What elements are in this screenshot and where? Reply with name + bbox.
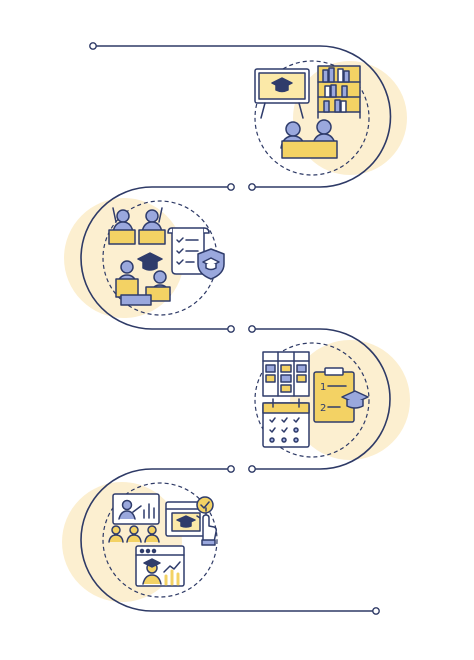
dot-step2-end [227, 325, 235, 333]
classroom-library-icon [254, 65, 361, 159]
kanban-board-icon [262, 351, 310, 397]
connector-dots [89, 42, 380, 615]
connector-segment-left-1 [80, 186, 229, 330]
online-learning-icon [108, 493, 217, 587]
teacher-board-icon [108, 493, 160, 543]
connector-segment-top [95, 45, 392, 188]
dot-step1-end [248, 183, 256, 191]
webinar-window-icon [135, 545, 185, 587]
ring-4 [102, 482, 218, 598]
bookshelf-icon [317, 65, 361, 119]
dot-step2-start [227, 183, 235, 191]
dashed-rings [102, 60, 370, 598]
start-dot [89, 42, 97, 50]
calendar-icon [262, 398, 310, 448]
svg-text:1: 1 [320, 382, 326, 393]
course-window-icon [165, 496, 217, 546]
certificate-scroll-icon [167, 227, 210, 275]
dot-step3-start [248, 325, 256, 333]
students-certificate-icon [108, 207, 225, 306]
dot-step4-start [227, 465, 235, 473]
ring-3 [254, 342, 370, 458]
connector-path [80, 45, 392, 612]
ring-1 [254, 60, 370, 176]
schedule-calendar-icon: 1 2 [262, 351, 369, 448]
dot-step3-end [248, 465, 256, 473]
shield-icon [197, 248, 225, 280]
graduation-cap-icon [137, 252, 163, 271]
students-desk-icon [280, 119, 338, 159]
students-laptop-icon [115, 260, 171, 306]
presentation-board-icon [254, 68, 310, 119]
raised-hands-icon [108, 207, 166, 245]
svg-text:2: 2 [320, 403, 326, 414]
end-dot [372, 607, 380, 615]
clipboard-list-icon: 1 2 [313, 367, 369, 423]
connector-segment-right [254, 328, 391, 470]
connector-segment-left-2 [80, 468, 374, 612]
